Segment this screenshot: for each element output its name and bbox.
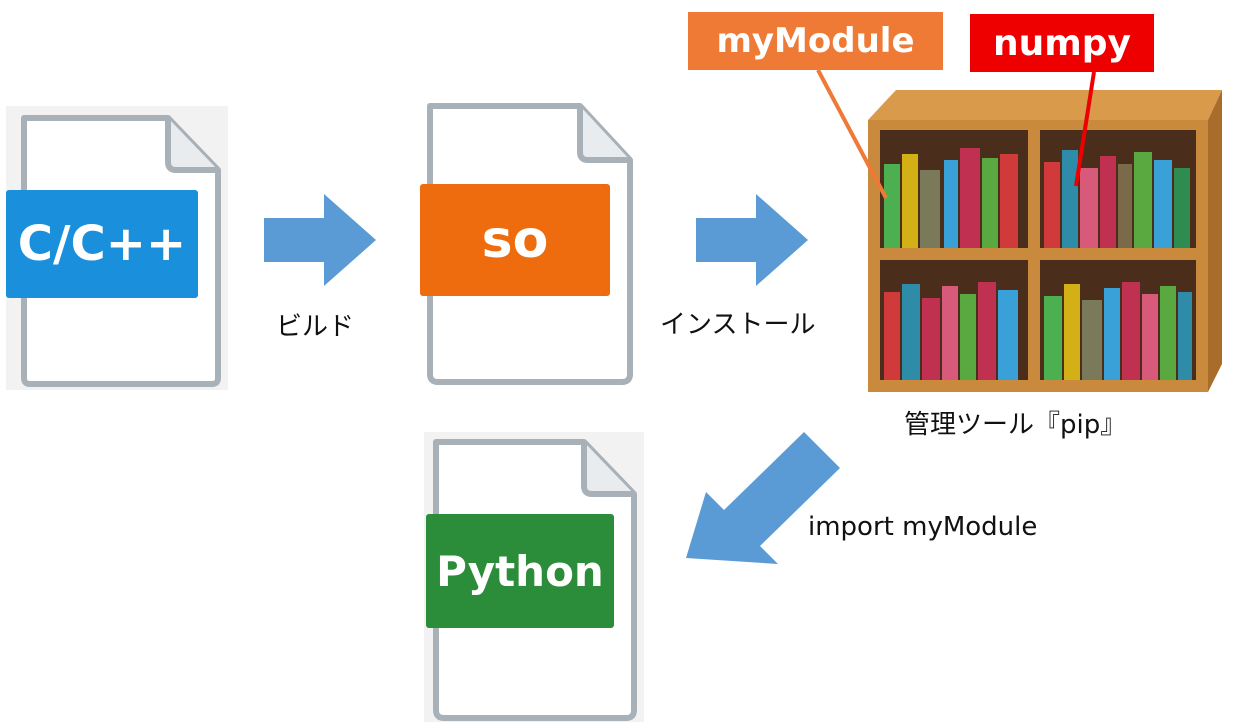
import-arrow: [686, 432, 840, 564]
import-label: import myModule: [808, 512, 1038, 542]
build-arrow: [264, 194, 376, 286]
package-tag-mymodule: myModule: [688, 12, 943, 70]
source-file-label: C/C++: [6, 190, 198, 298]
pip-caption: 管理ツール『pip』: [904, 410, 1127, 440]
shared-object-file-label: so: [420, 184, 610, 296]
bookshelf-icon: [868, 90, 1222, 392]
python-file-label: Python: [426, 514, 614, 628]
package-tag-numpy: numpy: [970, 14, 1154, 72]
install-label: インストール: [660, 310, 816, 340]
build-label: ビルド: [276, 312, 355, 342]
install-arrow: [696, 194, 808, 286]
